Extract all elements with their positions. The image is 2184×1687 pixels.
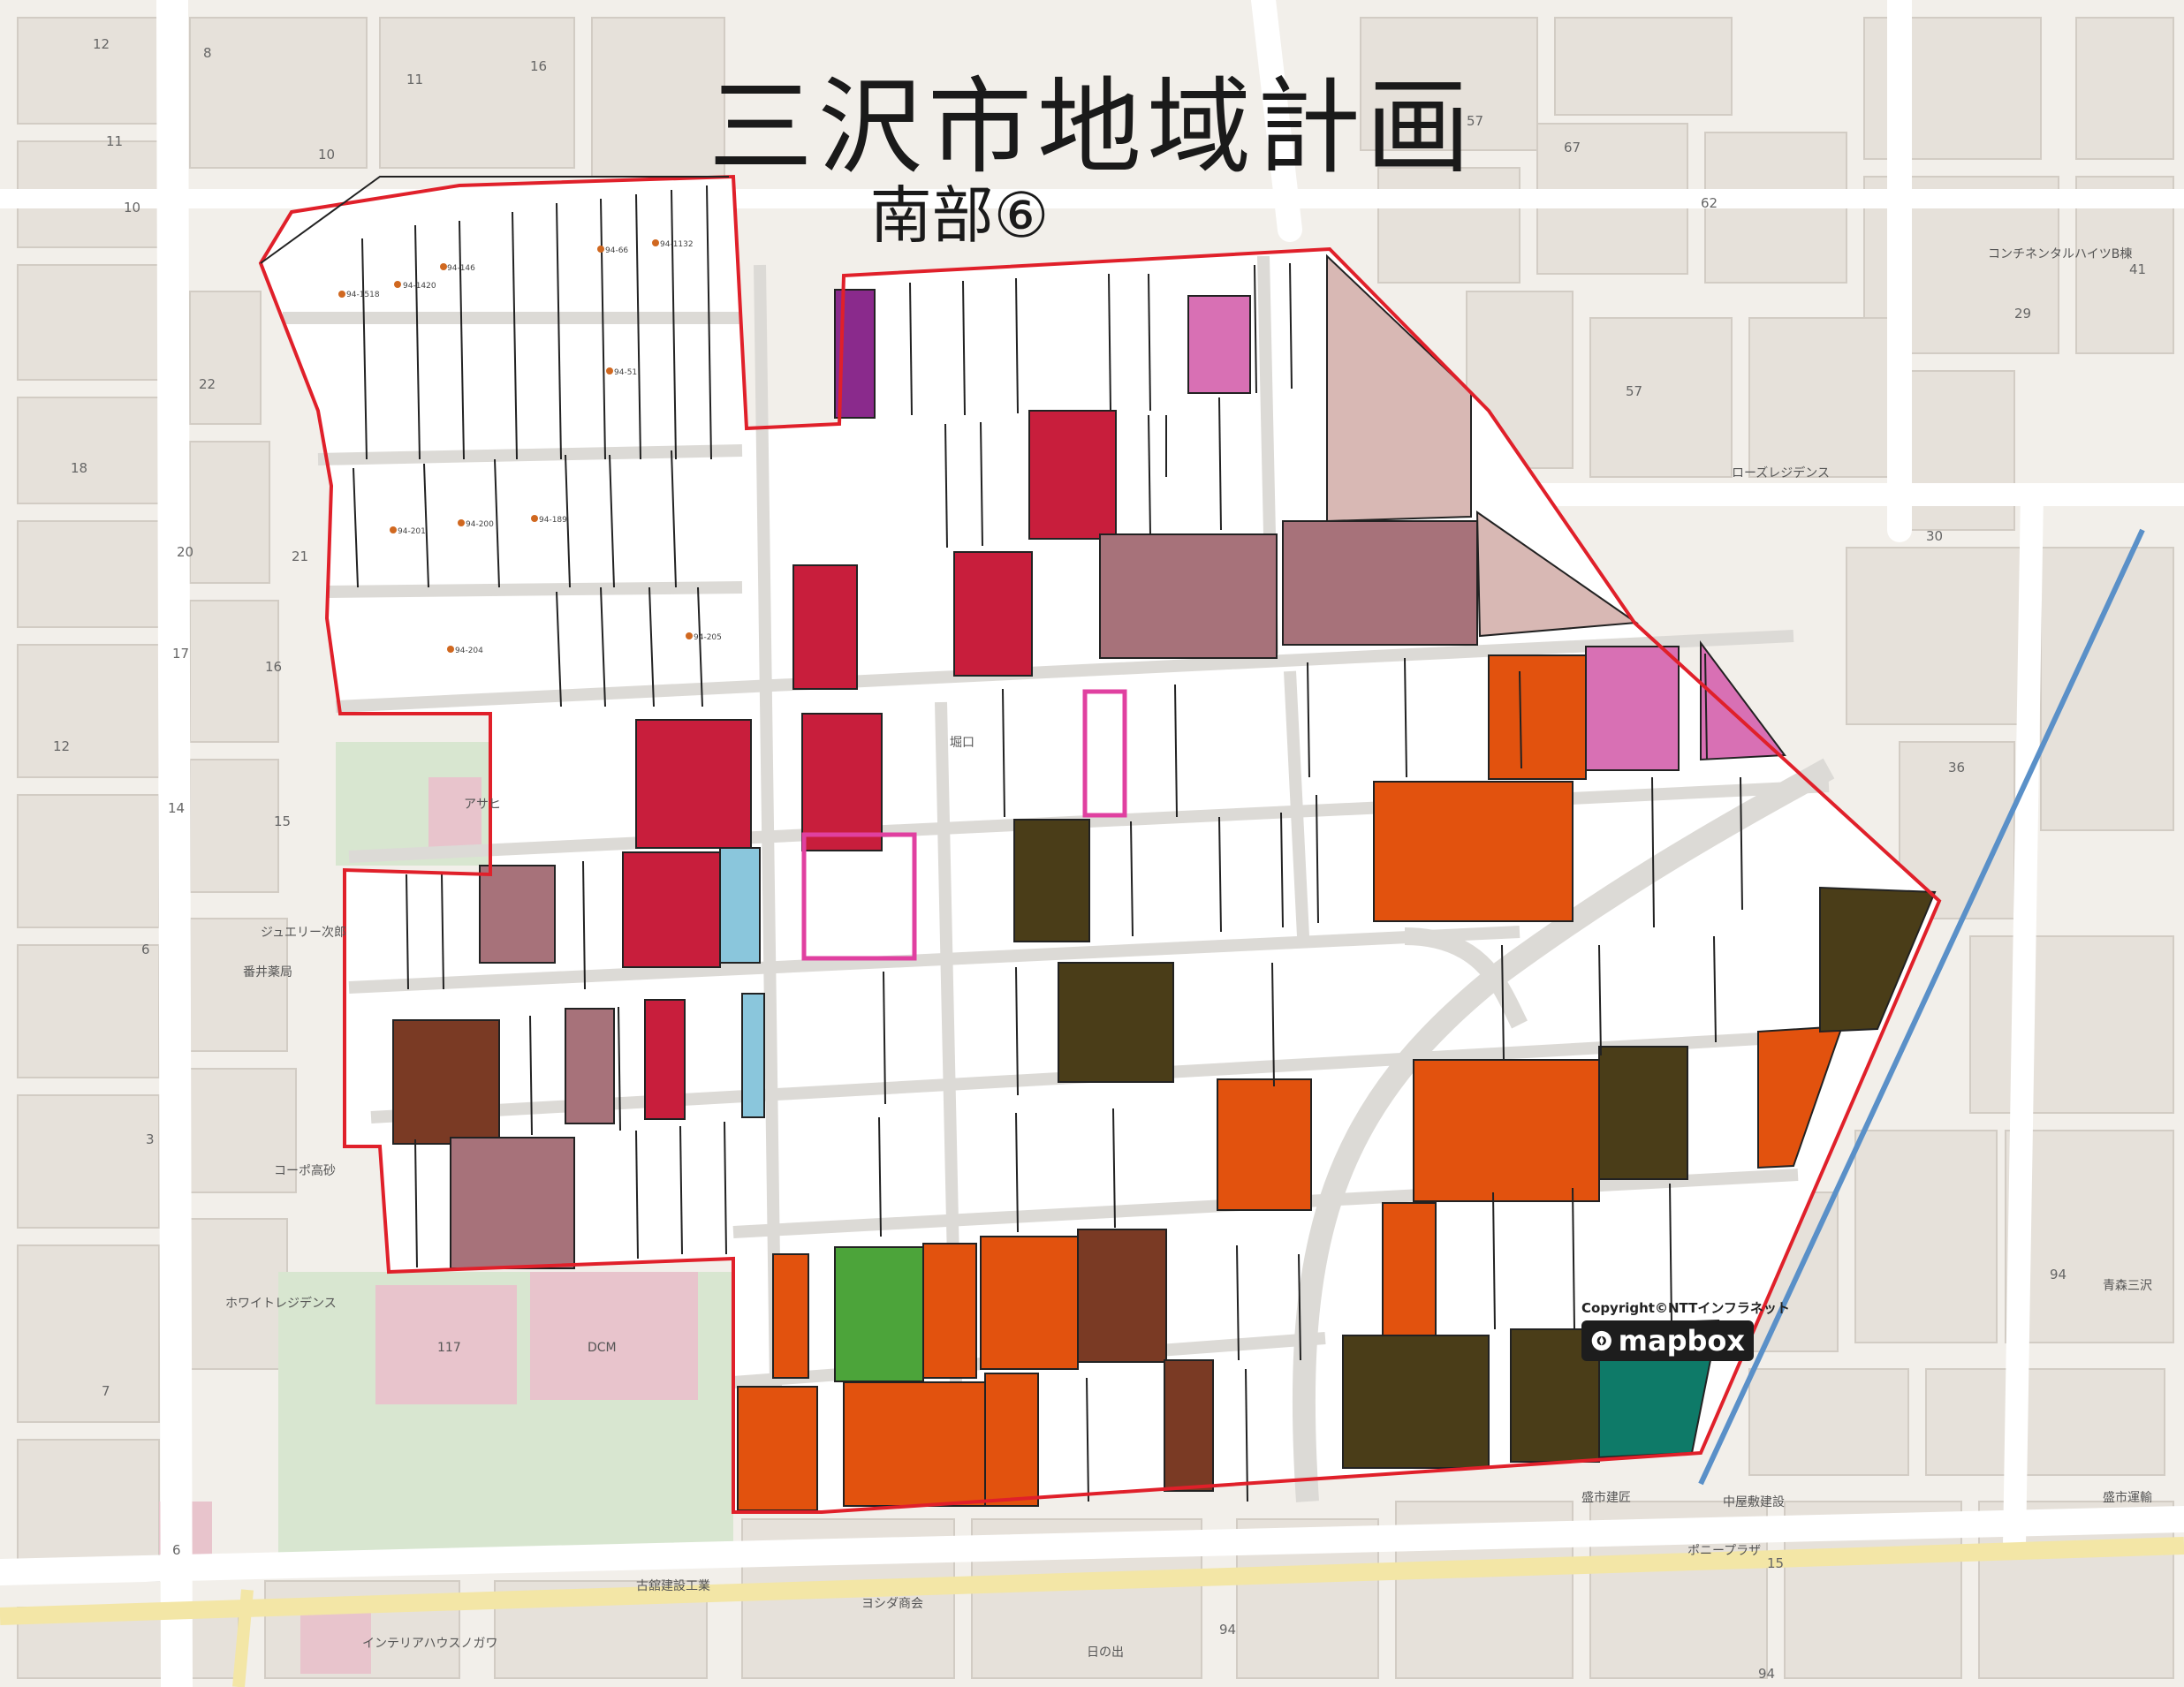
block-number: 30 xyxy=(1926,528,1943,544)
facility-label: 117 xyxy=(437,1341,461,1355)
block-number: 57 xyxy=(1467,113,1483,129)
map-title: 三沢市地域計画 xyxy=(708,66,1475,188)
block-number: 94 xyxy=(1219,1622,1236,1638)
block-number: 36 xyxy=(1948,760,1965,775)
parcel-id-label: 94-189 xyxy=(539,516,567,525)
facility-117 xyxy=(375,1285,517,1404)
facility-label: コンチネンタルハイツB棟 xyxy=(1988,247,2132,261)
facility-label: 中屋敷建設 xyxy=(1723,1495,1785,1509)
facility-dcm xyxy=(530,1272,698,1400)
mapbox-logo[interactable]: mapbox xyxy=(1581,1320,1754,1361)
block-number: 11 xyxy=(406,72,423,87)
block-number: 41 xyxy=(2129,261,2146,277)
facility-label: インテリアハウスノガワ xyxy=(362,1637,497,1651)
block-number: 18 xyxy=(71,460,87,476)
facility-label: 番井薬局 xyxy=(243,965,292,980)
facility-label: 堀口 xyxy=(950,736,974,750)
block-number: 29 xyxy=(2014,306,2031,322)
facility-label: 盛市建匠 xyxy=(1581,1490,1631,1505)
block-number: 67 xyxy=(1564,140,1581,155)
block-number: 17 xyxy=(172,646,189,662)
block-number: 16 xyxy=(265,659,282,675)
parcel-id-label: 94-51 xyxy=(614,368,637,377)
block-number: 94 xyxy=(2050,1267,2066,1282)
facility-label: コーポ高砂 xyxy=(274,1163,336,1178)
block-number: 15 xyxy=(274,813,291,829)
parcel-id-label: 94-204 xyxy=(455,647,483,655)
facility-label: 青森三沢 xyxy=(2103,1279,2152,1293)
block-number: 8 xyxy=(203,45,212,61)
map-subtitle: 南部⑥ xyxy=(869,179,1050,252)
block-number: 6 xyxy=(141,942,150,957)
parcel-id-label: 94-201 xyxy=(398,527,426,536)
block-number: 7 xyxy=(102,1383,110,1399)
block-number: 16 xyxy=(530,58,547,74)
block-number: 12 xyxy=(93,36,110,52)
facility-label: ローズレジデンス xyxy=(1732,465,1830,480)
facility-asahi xyxy=(428,777,482,857)
parcel-id-label: 94-205 xyxy=(694,633,722,642)
block-number: 6 xyxy=(172,1542,181,1558)
parcel-id-label: 94-146 xyxy=(447,264,475,273)
parcel-outlined-2 xyxy=(801,832,917,961)
facility-label: アサヒ xyxy=(464,798,501,812)
facility-label: DCM xyxy=(588,1341,617,1355)
parcel-pins xyxy=(338,239,693,653)
mapbox-logo-icon xyxy=(1591,1330,1611,1351)
parcel-lines xyxy=(353,185,1743,1502)
parcel-id-label: 94-1518 xyxy=(346,291,380,299)
block-number: 20 xyxy=(177,544,193,560)
facility-label: 古舘建設工業 xyxy=(636,1578,710,1593)
block-number: 3 xyxy=(146,1131,155,1147)
north-edge-line xyxy=(260,176,729,264)
parcel-id-label: 94-1420 xyxy=(403,282,436,291)
mapbox-logo-text: mapbox xyxy=(1618,1324,1745,1358)
facility-label: ホワイトレジデンス xyxy=(225,1296,337,1311)
parcel-id-label: 94-200 xyxy=(466,520,494,529)
block-number: 57 xyxy=(1626,383,1642,399)
curved-road xyxy=(1292,758,1835,1502)
parcel-id-label: 94-66 xyxy=(605,246,628,255)
block-number: 21 xyxy=(292,548,308,564)
copyright-text: Copyright©NTTインフラネット xyxy=(1581,1300,1790,1316)
block-number: 10 xyxy=(318,147,335,163)
block-number: 11 xyxy=(106,133,123,149)
block-number: 62 xyxy=(1701,195,1718,211)
block-number: 15 xyxy=(1767,1555,1784,1571)
block-number: 12 xyxy=(53,738,70,754)
parcel-id-label: 94-1132 xyxy=(660,240,694,249)
block-number: 10 xyxy=(124,200,140,216)
parcel-outlined-1 xyxy=(1082,689,1127,818)
planning-area-boundary xyxy=(258,174,1942,1514)
facility-label: ヨシダ商会 xyxy=(861,1597,923,1611)
block-number: 94 xyxy=(1758,1666,1775,1682)
side-road-yellow xyxy=(232,1589,254,1687)
block-number: 14 xyxy=(168,800,185,816)
main-road-yellow xyxy=(0,1537,2184,1625)
facility-label: 日の出 xyxy=(1087,1645,1124,1660)
water-channel xyxy=(1698,528,2145,1486)
block-number: 22 xyxy=(199,376,216,392)
background-blocks xyxy=(17,17,2174,1679)
facility-label: ポニープラザ xyxy=(1687,1544,1761,1558)
curved-road-branch xyxy=(1404,927,1528,1029)
facility-label: ジュエリー次郎 xyxy=(261,926,346,940)
attribution: Copyright©NTTインフラネット mapbox xyxy=(1581,1298,1793,1361)
facility-label: 盛市運輸 xyxy=(2103,1490,2152,1505)
